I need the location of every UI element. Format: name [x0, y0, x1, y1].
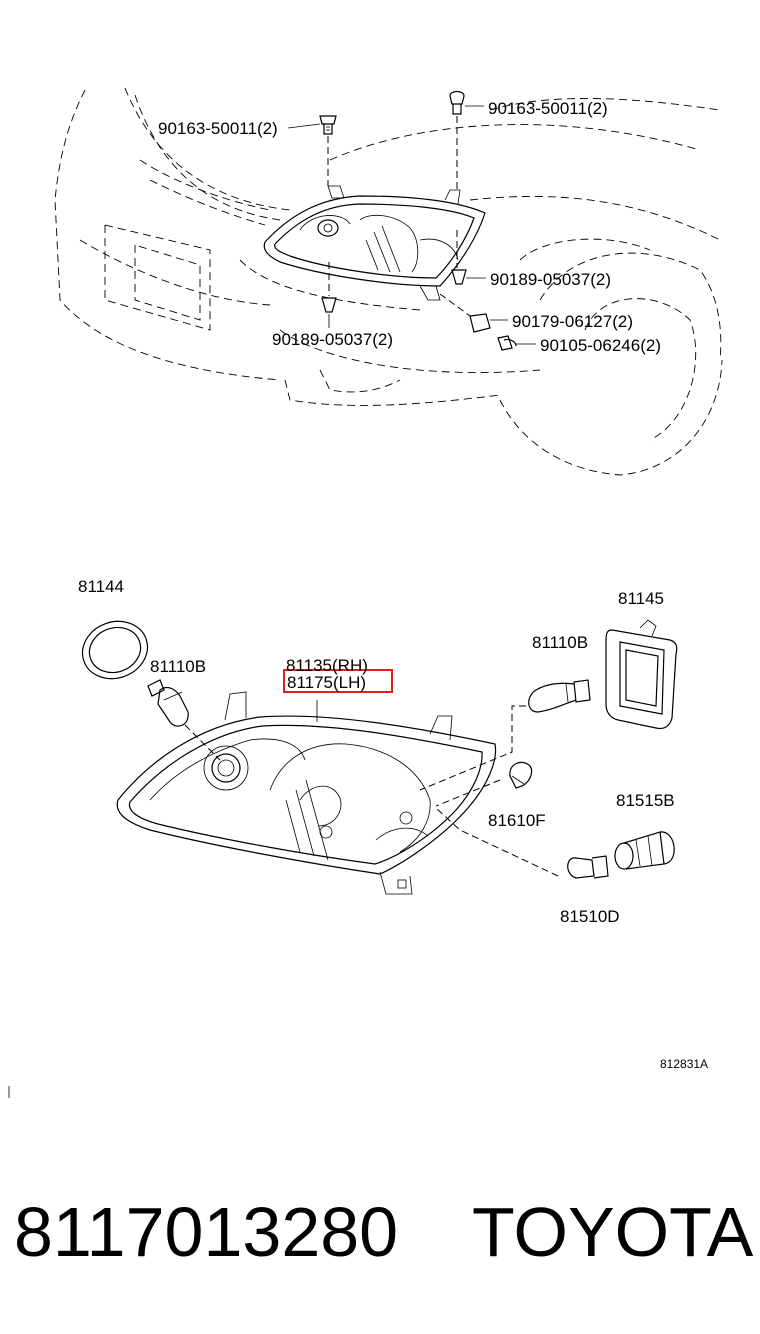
- label-wedge-bulb: 81510D: [560, 907, 620, 926]
- headlamp-housing: [116, 691, 497, 895]
- rear-cover: [605, 619, 678, 730]
- label-screw: 90105-06246(2): [540, 336, 661, 355]
- label-small-bulb: 81610F: [488, 811, 546, 830]
- clip-right: [451, 230, 486, 285]
- brand-name: TOYOTA: [472, 1193, 754, 1271]
- label-ring-cover: 81144: [78, 577, 124, 596]
- label-clip-right: 90189-05037(2): [490, 270, 611, 289]
- installed-headlamp: [263, 185, 486, 301]
- label-clip-lower: 90189-05037(2): [272, 330, 393, 349]
- part-number: 8117013280: [14, 1193, 399, 1271]
- label-diagram-code: 812831A: [660, 1057, 708, 1071]
- ring-cover: [81, 620, 149, 680]
- bolt-upper-left: [287, 115, 337, 186]
- bulb-left: [147, 679, 221, 761]
- clip-lower: [321, 262, 337, 328]
- label-rear-cover: 81145: [618, 589, 664, 608]
- socket: [614, 831, 675, 870]
- label-socket: 81515B: [616, 791, 675, 810]
- label-bolt-upper-left: 90163-50011(2): [158, 119, 278, 138]
- bolt-upper-right: [449, 90, 484, 190]
- label-bolt-upper-right: 90163-50011(2): [488, 99, 608, 118]
- wedge-bulb: [435, 807, 609, 879]
- label-bulb-left: 81110B: [150, 657, 206, 676]
- nut: [439, 293, 508, 333]
- screw: [497, 335, 536, 351]
- label-bulb-right: 81110B: [532, 633, 588, 652]
- highlight-box: [283, 669, 393, 693]
- label-nut: 90179-06127(2): [512, 312, 633, 331]
- car-front-outline: [54, 87, 723, 476]
- label-housing-rh: 81135(RH): [286, 656, 368, 675]
- small-bulb: [435, 761, 533, 807]
- label-housing-lh: 81175(LH): [287, 673, 366, 692]
- bulb-right: [419, 679, 591, 791]
